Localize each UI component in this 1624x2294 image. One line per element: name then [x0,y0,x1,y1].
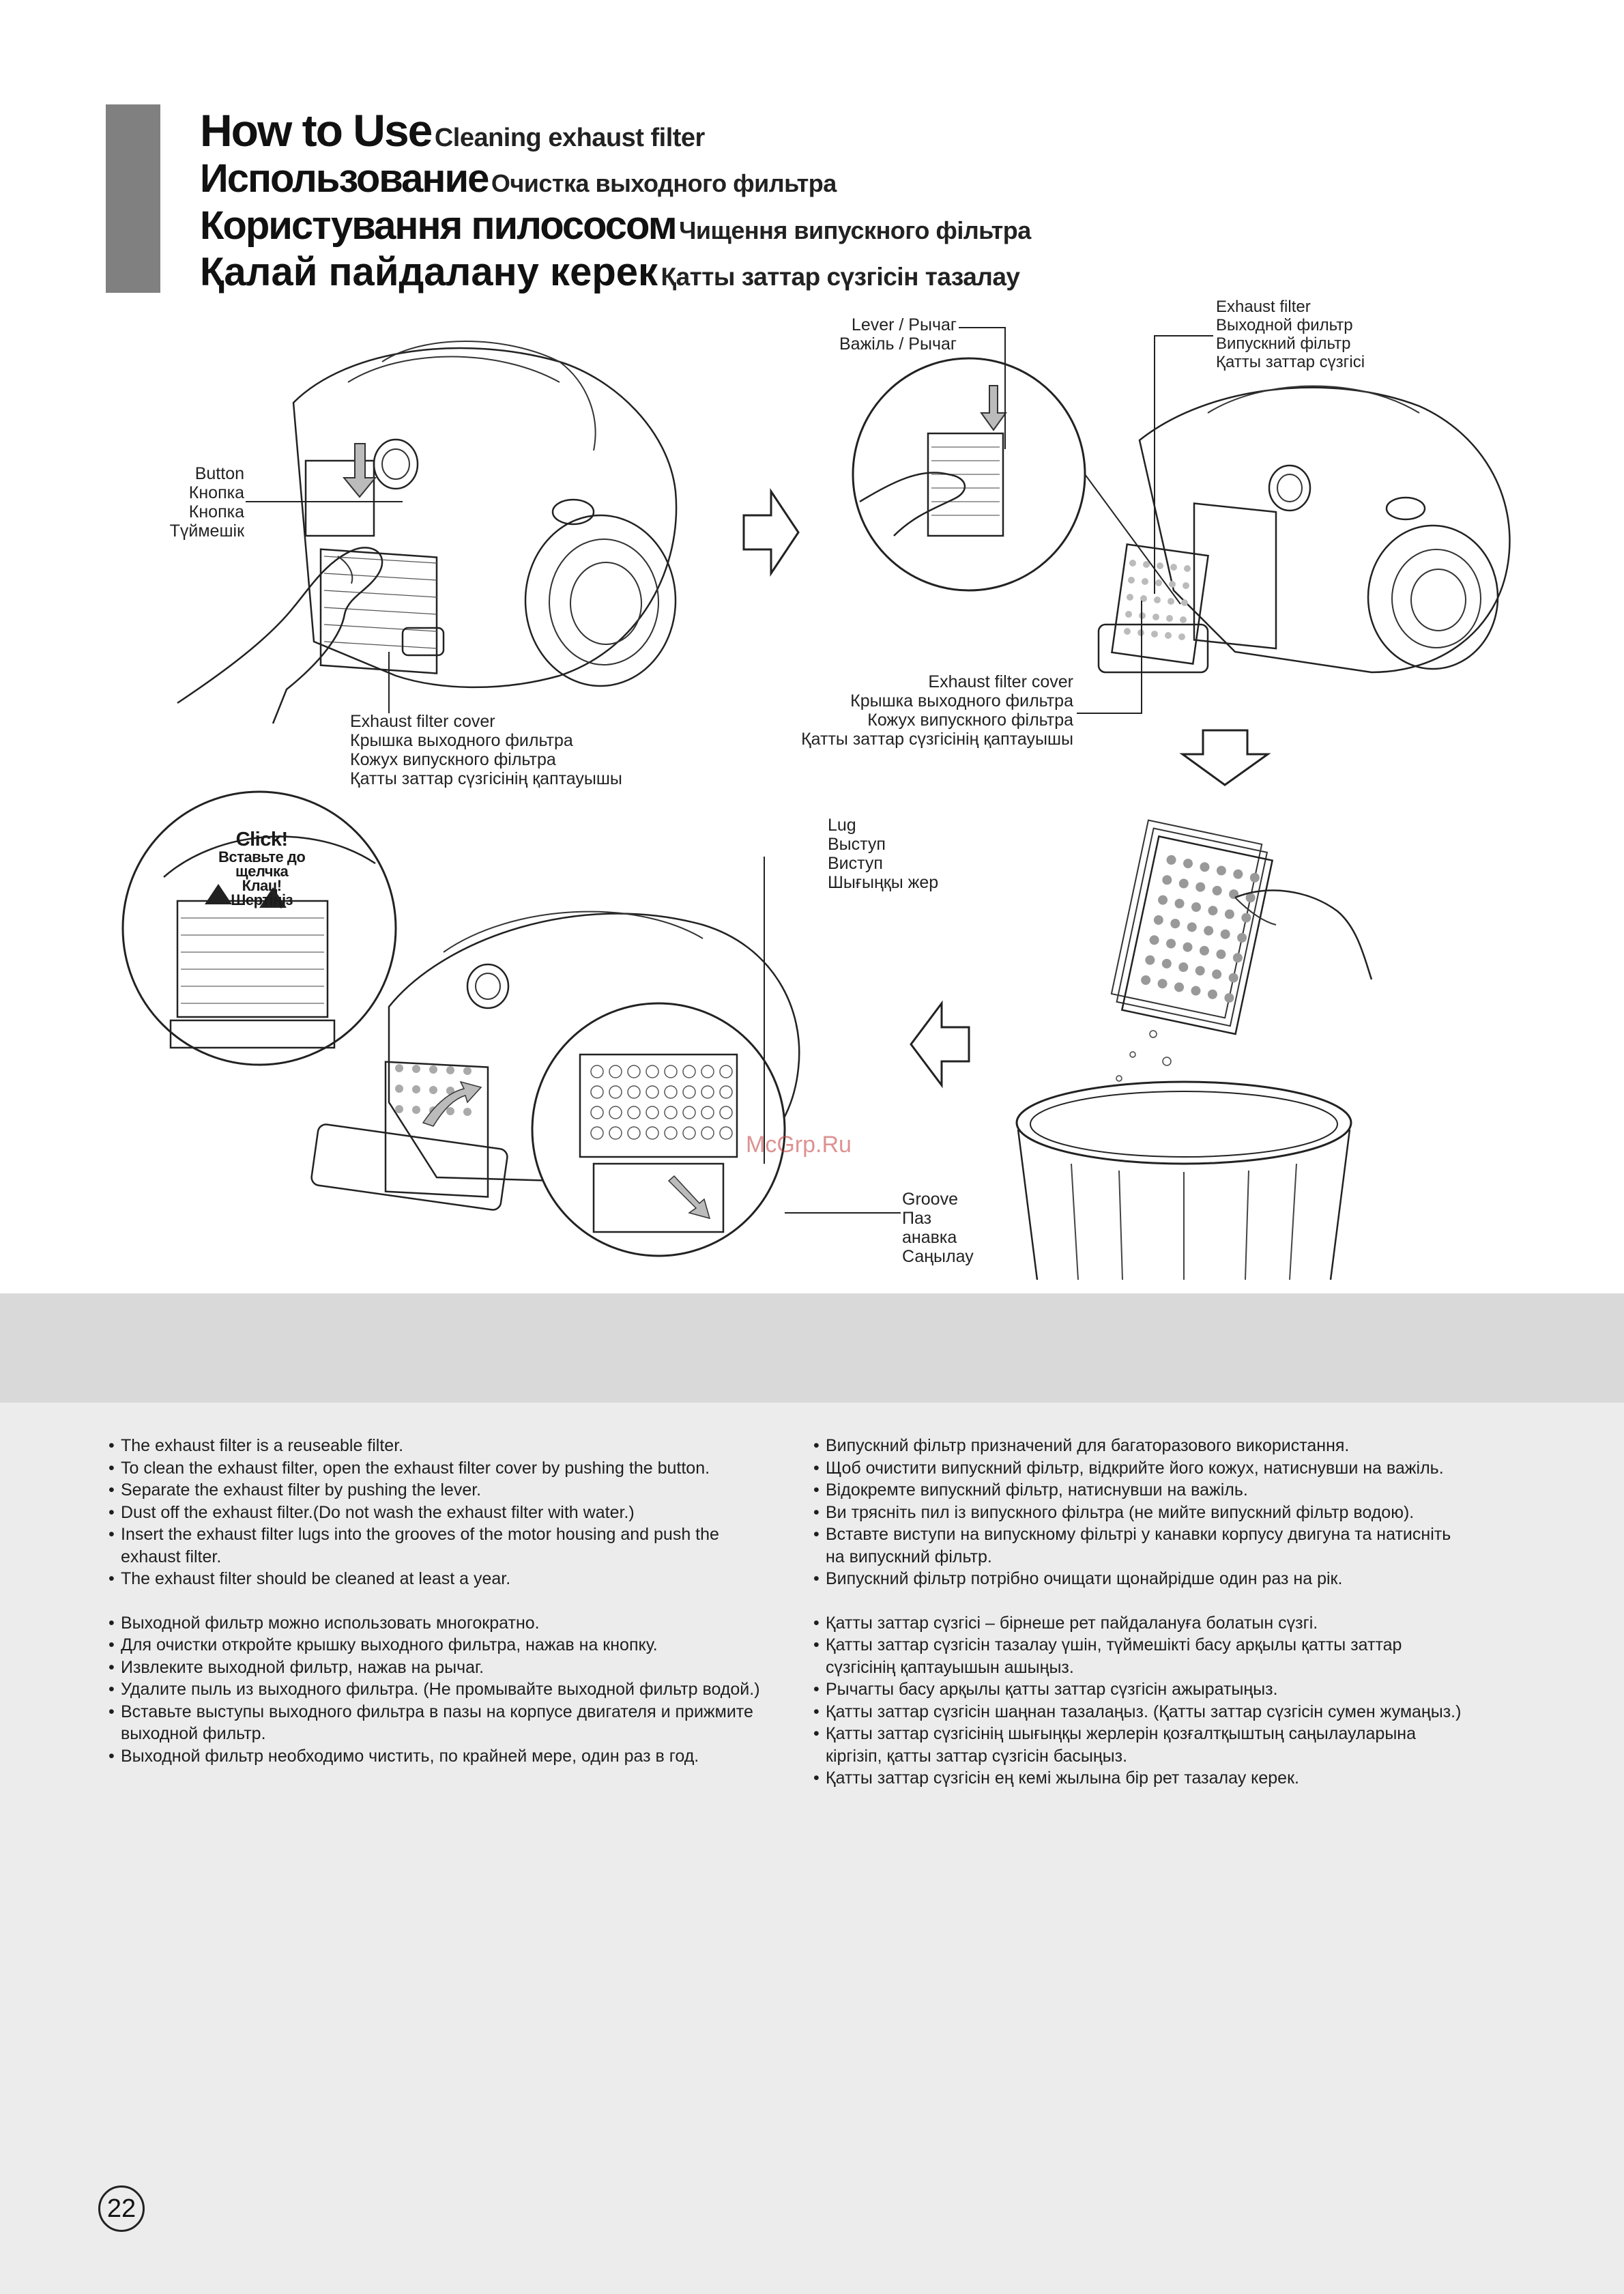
title-main-uk: Користування пилососом [200,203,678,248]
instruction-uk-4: Ви трясніть пил із випускного фільтра (н… [812,1502,1467,1524]
exhaust-cover-right-leader [1077,601,1142,714]
step1-illustration [177,341,678,724]
label-groove-en: Groove [902,1190,958,1209]
label-button: Button Кнопка Кнопка Түймешік [116,464,244,541]
label-groove-kk: Саңылау [902,1247,974,1266]
label-exhaust-filter: Exhaust filter Выходной фильтр Випускний… [1216,298,1365,371]
title-main-ru: Использование [200,156,489,201]
step4-illustration [121,790,800,1257]
instruction-ru-1: Выходной фильтр можно использовать много… [107,1612,762,1635]
instruction-ru-3: Извлеките выходной фильтр, нажав на рыча… [107,1657,762,1679]
instruction-ru-4: Удалите пыль из выходного фильтра. (Не п… [107,1678,762,1701]
label-click-kk: Шертіңіз [231,891,293,908]
instruction-uk-3: Відокремте випускний фільтр, натиснувши … [812,1479,1467,1502]
groove-leader [785,1212,901,1214]
instruction-en-4: Dust off the exhaust filter.(Do not wash… [107,1502,762,1524]
title-uk: Користування пилососом Чищення випускног… [200,206,1031,246]
instructions-right-column: Випускний фільтр призначений для багатор… [812,1435,1467,1790]
instruction-uk-1: Випускний фільтр призначений для багатор… [812,1435,1467,1457]
title-ru: Использование Очистка выходного фильтра [200,159,837,199]
title-sub-kk: Қатты заттар сүзгісін тазалау [661,263,1020,291]
divider-band [0,1293,1624,1403]
instruction-uk-5: Вставте виступи на випускному фільтрі у … [812,1523,1467,1568]
label-exhaust-cover-left-uk: Кожух випускного фільтра [350,750,556,769]
step3-illustration [1015,819,1373,1280]
label-exhaust-cover-left-en: Exhaust filter cover [350,712,495,731]
label-exhaust-cover-left-ru: Крышка выходного фильтра [350,731,573,750]
instruction-en-6: The exhaust filter should be cleaned at … [107,1568,762,1590]
label-button-en: Button [194,464,244,483]
instruction-uk-6: Випускний фільтр потрібно очищати щонайр… [812,1568,1467,1590]
instruction-ru-2: Для очистки откройте крышку выходного фи… [107,1634,762,1657]
label-exhaust-cover-right-ru: Крышка выходного фильтра [850,691,1073,711]
label-exhaust-filter-en: Exhaust filter [1216,298,1311,316]
title-sub-uk: Чищення випускного фільтра [679,216,1031,244]
label-button-kk: Түймешік [169,521,244,541]
instruction-en-2: To clean the exhaust filter, open the ex… [107,1457,762,1480]
label-lug-uk: Виступ [828,854,883,873]
instruction-en-1: The exhaust filter is a reuseable filter… [107,1435,762,1457]
label-lever-line1: Lever / Рычаг [851,315,957,334]
label-click-ru-2: щелчка [235,863,289,880]
lug-leader [764,857,765,1164]
label-groove-uk: анавка [902,1228,957,1247]
title-main-kk: Қалай пайдалану керек [200,250,658,294]
instruction-kk-5: Қатты заттар сүзгісінің шығыңқы жерлерін… [812,1723,1467,1767]
watermark: McGrp.Ru [746,1132,852,1158]
label-lug-ru: Выступ [828,835,886,854]
label-lug: Lug Выступ Виступ Шығыңқы жер [828,816,938,892]
label-lug-kk: Шығыңқы жер [828,873,939,892]
instruction-kk-4: Қатты заттар сүзгісін шаңнан тазалаңыз. … [812,1701,1467,1723]
label-exhaust-filter-uk: Випускний фільтр [1216,334,1351,353]
label-exhaust-filter-ru: Выходной фильтр [1216,316,1353,334]
title-en: How to Use Cleaning exhaust filter [200,108,705,153]
label-click: Click! Вставьте до щелчка Клац! Шертіңіз [218,829,306,908]
instruction-kk-2: Қатты заттар сүзгісін тазалау үшін, түйм… [812,1634,1467,1678]
label-groove: Groove Паз анавка Саңылау [902,1190,974,1266]
label-click-en: Click! [235,829,288,850]
button-leader [246,501,403,502]
label-lever-line2: Важіль / Рычаг [839,334,957,354]
label-exhaust-cover-right: Exhaust filter cover Крышка выходного фи… [737,672,1073,749]
label-exhaust-cover-right-en: Exhaust filter cover [928,672,1073,691]
label-exhaust-cover-left: Exhaust filter cover Крышка выходного фи… [350,712,622,788]
label-exhaust-cover-right-kk: Қатты заттар сүзгісінің қаптауышы [801,730,1073,749]
instruction-ru-6: Выходной фильтр необходимо чистить, по к… [107,1745,762,1768]
instruction-ru-5: Вставьте выступы выходного фильтра в паз… [107,1701,762,1745]
page-number: 22 [98,2185,145,2232]
title-sub-ru: Очистка выходного фильтра [491,169,837,197]
instruction-kk-1: Қатты заттар сүзгісі – бірнеше рет пайда… [812,1612,1467,1635]
label-groove-ru: Паз [902,1209,932,1228]
label-exhaust-cover-left-kk: Қатты заттар сүзгісінің қаптауышы [350,769,622,788]
lever-leader [959,327,1006,449]
instruction-kk-3: Рычагты басу арқылы қатты заттар сүзгісі… [812,1678,1467,1701]
title-main-en: How to Use [200,105,433,156]
label-exhaust-cover-right-uk: Кожух випускного фільтра [867,711,1073,730]
header-accent-bar [106,104,160,293]
arrow-left-icon [910,1000,970,1089]
label-exhaust-filter-kk: Қатты заттар сүзгісі [1216,353,1365,371]
exhaust-filter-leader [1154,335,1213,594]
arrow-right-icon [742,488,800,577]
label-click-ru-1: Вставьте до [218,848,306,865]
label-lug-en: Lug [828,816,856,835]
label-button-uk: Кнопка [188,502,244,521]
instructions-left-column: The exhaust filter is a reuseable filter… [107,1435,762,1767]
step2-illustration [852,357,1511,674]
instruction-uk-2: Щоб очистити випускний фільтр, відкрийте… [812,1457,1467,1480]
instruction-en-5: Insert the exhaust filter lugs into the … [107,1523,762,1568]
arrow-down-icon [1179,729,1271,786]
exhaust-cover-left-leader [388,652,390,713]
label-click-uk: Клац! [242,877,282,894]
title-kk: Қалай пайдалану керек Қатты заттар сүзгі… [200,253,1020,292]
label-lever: Lever / Рычаг Важіль / Рычаг [785,315,957,354]
instruction-kk-6: Қатты заттар сүзгісін ең кемі жылына бір… [812,1767,1467,1790]
title-sub-en: Cleaning exhaust filter [434,124,706,152]
label-button-ru: Кнопка [188,483,244,502]
instruction-en-3: Separate the exhaust filter by pushing t… [107,1479,762,1502]
